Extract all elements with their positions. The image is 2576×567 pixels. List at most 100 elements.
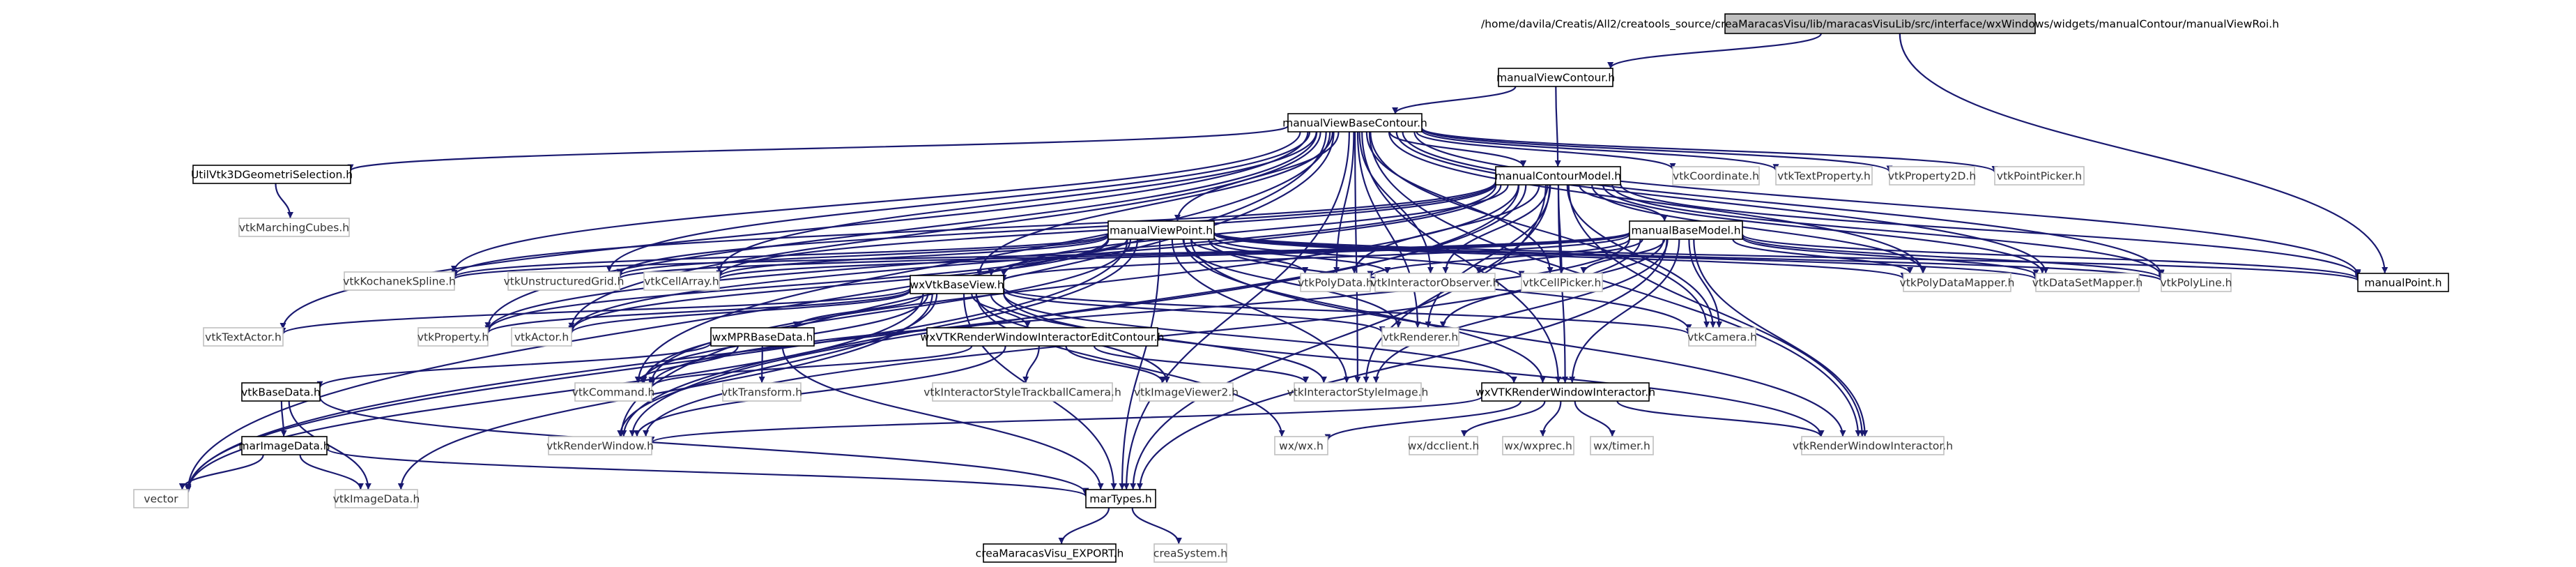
node-utilvtk3dgeometriselection-h[interactable]: UtilVtk3DGeometriSelection.h bbox=[191, 165, 353, 184]
node-box bbox=[710, 327, 815, 347]
edge-manualViewBaseContour-to-vtkDataSetMapper bbox=[1395, 131, 2049, 274]
node-marimagedata-h[interactable]: marImageData.h bbox=[238, 436, 330, 455]
node-home-davila-creatis-all2-creatools-source-creamaracasvisu-lib-maracasvisulib-src-interface-wxwindows-widgets-manualcontour-manualviewroi-h[interactable]: /home/davila/Creatis/All2/creatools_sour… bbox=[1481, 13, 2279, 34]
node-box bbox=[643, 271, 720, 291]
node-box bbox=[722, 382, 802, 402]
node-wxvtkrenderwindowinteractor-h[interactable]: wxVTKRenderWindowInteractor.h bbox=[1475, 382, 1655, 402]
node-label: vtkImageViewer2.h bbox=[1134, 386, 1239, 399]
edge-wxVTKRWI-to-wxwx bbox=[1324, 400, 1522, 441]
edge-manualBaseModel-to-vtkCellArray bbox=[716, 232, 1631, 280]
node-label: vtkRenderWindow.h bbox=[546, 440, 654, 453]
edge-manualBaseModel-to-vtkPolyData bbox=[1367, 238, 1631, 278]
node-label: vtkImageData.h bbox=[333, 493, 420, 506]
node-vtkproperty-h: vtkProperty.h bbox=[417, 327, 489, 347]
edge-wxVTKRWIEditContour-to-vtkCommand bbox=[648, 345, 973, 388]
edge-manualContourModel-to-vtkKochanek bbox=[451, 181, 1497, 277]
edge-manualViewBaseContour-to-vtkKochanek bbox=[451, 131, 1301, 273]
node-label: wxVTKRenderWindowInteractor.h bbox=[1475, 386, 1655, 399]
edge-manualViewPoint-to-manualPoint bbox=[1213, 232, 2361, 282]
edge-manualBaseModel-to-vtkInteractorStyleImage bbox=[1372, 239, 1669, 384]
edge-manualViewBaseContour-to-vtkCellArray bbox=[716, 131, 1317, 273]
edge-vtkBaseData-to-marImageData bbox=[280, 400, 287, 437]
edge-manualViewPoint-to-marTypes bbox=[1119, 239, 1161, 490]
edge-manualContourModel-to-vtkActor bbox=[568, 184, 1502, 333]
node-box bbox=[1107, 220, 1215, 240]
node-martypes-h[interactable]: marTypes.h bbox=[1085, 489, 1156, 508]
node-wxvtkrenderwindowinteractoreditcontour-h[interactable]: wxVTKRenderWindowInteractorEditContour.h bbox=[921, 327, 1165, 347]
edge-manualViewBaseContour-to-wxVTKRWI bbox=[1361, 131, 1562, 384]
node-box bbox=[1590, 436, 1654, 455]
node-label: vtkActor.h bbox=[514, 331, 569, 344]
edge-manualViewPoint-to-vtkUnstructuredGrid bbox=[616, 234, 1110, 278]
node-label: creaMaracasVisu_EXPORT.h bbox=[976, 547, 1124, 561]
edge-manualViewBaseContour-to-vtkProperty2D bbox=[1420, 128, 1893, 173]
node-label: vtkInteractorStyleImage.h bbox=[1287, 386, 1429, 399]
node-vtkcommand-h: vtkCommand.h bbox=[572, 382, 654, 402]
node-label: wxVTKRenderWindowInteractorEditContour.h bbox=[921, 331, 1165, 344]
node-manualviewcontour-h[interactable]: manualViewContour.h bbox=[1496, 68, 1615, 87]
node-box bbox=[1287, 113, 1423, 133]
node-label: vtkUnstructuredGrid.h bbox=[504, 275, 624, 288]
edge-manualViewPoint-to-vtkInteractorObserver bbox=[1208, 239, 1391, 274]
edge-manualContourModel-to-vtkUnstructuredGrid bbox=[616, 182, 1497, 275]
node-box bbox=[910, 275, 1004, 294]
edge-wxVtkBaseView-to-vector bbox=[185, 293, 924, 492]
node-wxmprbasedata-h[interactable]: wxMPRBaseData.h bbox=[710, 327, 815, 347]
node-label: manualViewBaseContour.h bbox=[1282, 117, 1427, 130]
node-label: vtkDataSetMapper.h bbox=[2032, 277, 2142, 289]
edge-wxVtkBaseView-to-vtkRenderer bbox=[1002, 289, 1386, 333]
node-label: vtkRenderer.h bbox=[1383, 331, 1458, 344]
node-vtkimagedata-h: vtkImageData.h bbox=[333, 489, 420, 508]
edge-manualViewContour-to-manualViewBaseContour bbox=[1392, 86, 1517, 114]
edge-wxVTKRWIEditContour-to-vtkISTrackballCamera bbox=[1022, 345, 1040, 384]
node-vtkdatasetmapper-h: vtkDataSetMapper.h bbox=[2032, 273, 2142, 292]
node-box bbox=[511, 327, 572, 347]
node-label: wx/timer.h bbox=[1593, 440, 1650, 453]
edge-root-to-manualViewContour bbox=[1607, 33, 1822, 69]
node-box bbox=[335, 489, 418, 508]
edge-manualViewPoint-to-vtkCellArray bbox=[716, 235, 1110, 278]
edge-manualBaseModel-to-vtkInteractorObserver bbox=[1475, 239, 1643, 274]
edge-wxVtkBaseView-to-vtkProperty bbox=[484, 289, 912, 334]
edge-wxVtkBaseView-to-wxwx bbox=[975, 293, 1285, 437]
node-box bbox=[1498, 68, 1613, 87]
edge-manualBaseModel-to-vtkCommand bbox=[648, 239, 1631, 386]
node-manualpoint-h[interactable]: manualPoint.h bbox=[2357, 273, 2449, 292]
node-box bbox=[926, 327, 1158, 347]
node-box bbox=[1521, 273, 1603, 292]
dependency-nodes: /home/davila/Creatis/All2/creatools_sour… bbox=[133, 13, 2449, 563]
node-vtkbasedata-h[interactable]: vtkBaseData.h bbox=[241, 382, 321, 402]
node-manualviewbasecontour-h[interactable]: manualViewBaseContour.h bbox=[1282, 113, 1427, 133]
edge-manualBaseModel-to-vtkKochanek bbox=[451, 232, 1631, 280]
node-box bbox=[238, 218, 350, 237]
edge-wxVtkBaseView-to-vtkActor bbox=[568, 289, 912, 334]
edge-manualBaseModel-to-vtkUnstructuredGrid bbox=[616, 232, 1631, 280]
edge-wxMPRBaseData-to-marTypes bbox=[781, 345, 1104, 490]
node-box bbox=[1085, 489, 1156, 508]
edge-wxMPRBaseData-to-vtkBaseData bbox=[316, 342, 712, 388]
node-manualviewpoint-h[interactable]: manualViewPoint.h bbox=[1107, 220, 1215, 240]
node-box bbox=[2035, 273, 2140, 292]
edge-wxMPRBaseData-to-vtkCommand bbox=[634, 345, 739, 384]
edge-wxVtkBaseView-to-vtkRenderWindow bbox=[617, 293, 938, 437]
node-label: /home/davila/Creatis/All2/creatools_sour… bbox=[1481, 18, 2279, 31]
node-vtkinteractorstyleimage-h: vtkInteractorStyleImage.h bbox=[1287, 382, 1429, 402]
edge-manualContourModel-to-vtkCellArray bbox=[716, 183, 1497, 277]
node-wxvtkbaseview-h[interactable]: wxVtkBaseView.h bbox=[910, 275, 1004, 294]
node-label: vtkCoordinate.h bbox=[1673, 170, 1759, 183]
node-box bbox=[1409, 436, 1478, 455]
edge-wxVTKRWI-to-vtkRenderWindow bbox=[648, 395, 1483, 444]
node-manualbasemodel-h[interactable]: manualBaseModel.h bbox=[1629, 220, 1743, 240]
node-label: creaSystem.h bbox=[1153, 547, 1227, 560]
edge-manualBaseModel-to-vtkRWI bbox=[1693, 239, 1869, 437]
edge-manualViewPoint-to-vtkPolyData bbox=[1190, 239, 1309, 274]
node-wx-wx-h: wx/wx.h bbox=[1274, 436, 1328, 455]
node-box bbox=[574, 382, 652, 402]
edge-manualBaseModel-to-vtkCamera bbox=[1688, 239, 1723, 328]
node-creamaracasvisu-export-h[interactable]: creaMaracasVisu_EXPORT.h bbox=[976, 543, 1124, 563]
edge-wxVtkBaseView-to-vtkTextActor bbox=[279, 287, 912, 335]
node-box bbox=[983, 543, 1117, 563]
node-manualcontourmodel-h[interactable]: manualContourModel.h bbox=[1495, 166, 1621, 186]
node-box bbox=[1502, 436, 1574, 455]
